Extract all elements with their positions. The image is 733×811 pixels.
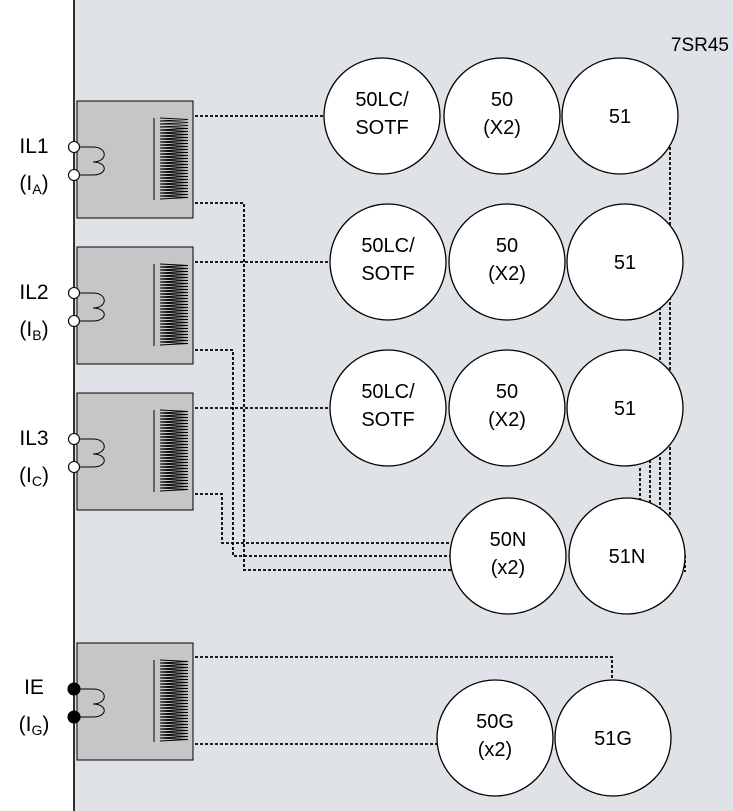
secondary-coil-icon bbox=[159, 117, 189, 200]
terminal-ic-1 bbox=[67, 432, 81, 446]
function-50-c: 50 (X2) bbox=[448, 349, 566, 467]
primary-coil-icon bbox=[92, 292, 105, 322]
function-label-line-1: 50LC/ bbox=[361, 235, 415, 257]
function-50g: 50G (x2) bbox=[436, 679, 554, 797]
function-circle bbox=[554, 679, 672, 797]
input-label-phase-b: IL2 (IB) bbox=[19, 281, 48, 343]
function-51-a: 51 bbox=[561, 57, 679, 175]
input-label: IE bbox=[24, 676, 44, 699]
function-label-line-2: (x2) bbox=[478, 739, 512, 761]
function-label-line-1: 51G bbox=[594, 728, 632, 750]
terminal-ia-2 bbox=[67, 168, 81, 182]
primary-coil-icon bbox=[92, 146, 105, 176]
function-label-line-1: 51 bbox=[609, 106, 631, 128]
wire-ct1-bottom bbox=[155, 202, 458, 571]
function-label-line-1: 50 bbox=[491, 89, 513, 111]
function-label-line-1: 50LC/ bbox=[355, 89, 409, 111]
wire-ct3-bottom bbox=[155, 493, 458, 544]
function-label-line-2: SOTF bbox=[361, 409, 414, 431]
primary-coil-icon bbox=[92, 688, 105, 718]
input-label: IL2 bbox=[19, 281, 48, 304]
wire-ct2-bottom bbox=[155, 349, 458, 557]
secondary-coil-icon bbox=[159, 263, 189, 346]
function-circle bbox=[566, 203, 684, 321]
function-50n: 50N (x2) bbox=[449, 497, 567, 615]
function-circle bbox=[448, 203, 566, 321]
relay-model-label: 7SR45 bbox=[671, 35, 729, 56]
function-label-line-1: 50G bbox=[476, 711, 514, 733]
function-50lc-sotf-a: 50LC/ SOTF bbox=[323, 57, 441, 175]
function-circle bbox=[329, 203, 447, 321]
function-51-c: 51 bbox=[566, 349, 684, 467]
function-label-line-1: 50N bbox=[490, 529, 527, 551]
wire-ct4-top bbox=[155, 656, 613, 680]
input-sublabel: (IA) bbox=[19, 172, 48, 197]
function-circle bbox=[566, 349, 684, 467]
function-50-b: 50 (X2) bbox=[448, 203, 566, 321]
function-50lc-sotf-c: 50LC/ SOTF bbox=[329, 349, 447, 467]
function-circle bbox=[436, 679, 554, 797]
input-label: IL3 bbox=[19, 427, 48, 450]
function-label-line-2: SOTF bbox=[355, 117, 408, 139]
input-sublabel: (IG) bbox=[19, 713, 50, 738]
function-label-line-2: (x2) bbox=[491, 557, 525, 579]
function-circle bbox=[443, 57, 561, 175]
function-circle bbox=[329, 349, 447, 467]
input-sublabel: (IC) bbox=[19, 464, 49, 489]
function-50-a: 50 (X2) bbox=[443, 57, 561, 175]
terminal-ic-2 bbox=[67, 460, 81, 474]
function-label-line-1: 50 bbox=[496, 381, 518, 403]
function-circle bbox=[561, 57, 679, 175]
function-50lc-sotf-b: 50LC/ SOTF bbox=[329, 203, 447, 321]
input-label-phase-a: IL1 (IA) bbox=[19, 135, 48, 197]
function-51-b: 51 bbox=[566, 203, 684, 321]
function-label-line-1: 50 bbox=[496, 235, 518, 257]
function-label-line-1: 51 bbox=[614, 252, 636, 274]
secondary-coil-icon bbox=[159, 659, 189, 742]
terminal-ig-2 bbox=[67, 710, 81, 724]
ct-earth bbox=[76, 642, 194, 761]
terminal-ib-1 bbox=[67, 286, 81, 300]
function-circle bbox=[448, 349, 566, 467]
function-label-line-2: (X2) bbox=[488, 263, 526, 285]
input-label-earth: IE (IG) bbox=[19, 676, 50, 738]
function-circle bbox=[323, 57, 441, 175]
ct-phase-a bbox=[76, 100, 194, 219]
function-51n: 51N bbox=[568, 497, 686, 615]
input-sublabel: (IB) bbox=[19, 318, 48, 343]
function-51g: 51G bbox=[554, 679, 672, 797]
function-label-line-2: (X2) bbox=[488, 409, 526, 431]
function-circle bbox=[568, 497, 686, 615]
input-label-phase-c: IL3 (IC) bbox=[19, 427, 49, 489]
secondary-coil-icon bbox=[159, 409, 189, 492]
terminal-ig-1 bbox=[67, 682, 81, 696]
function-label-line-1: 50LC/ bbox=[361, 381, 415, 403]
function-label-line-1: 51 bbox=[614, 398, 636, 420]
terminal-ib-2 bbox=[67, 314, 81, 328]
function-label-line-2: (X2) bbox=[483, 117, 521, 139]
input-label: IL1 bbox=[19, 135, 48, 158]
function-label-line-1: 51N bbox=[609, 546, 646, 568]
terminal-ia-1 bbox=[67, 140, 81, 154]
primary-coil-icon bbox=[92, 438, 105, 468]
ct-phase-b bbox=[76, 246, 194, 365]
ct-phase-c bbox=[76, 392, 194, 511]
function-label-line-2: SOTF bbox=[361, 263, 414, 285]
function-circle bbox=[449, 497, 567, 615]
